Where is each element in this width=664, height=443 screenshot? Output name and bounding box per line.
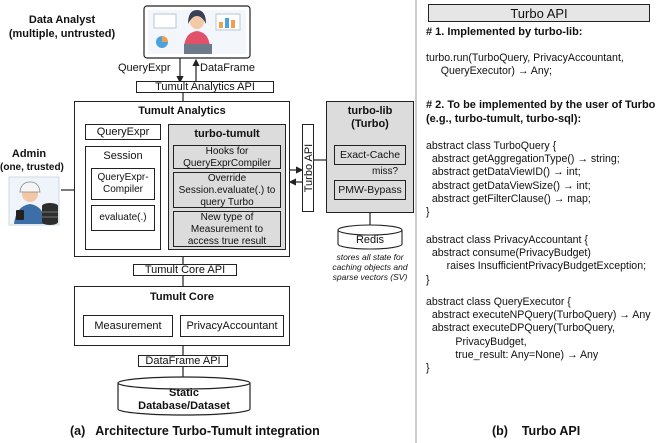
caption-b: (b) Turbo API: [492, 424, 581, 438]
measurement-box: Measurement: [83, 315, 173, 337]
override-label: Override Session.evaluate(.) to query Tu…: [178, 173, 276, 208]
privacy-accountant-box: PrivacyAccountant: [180, 315, 284, 337]
turbo-api-header-title: Turbo API: [510, 6, 568, 21]
hooks-label: Hooks for QueryExprCompiler: [183, 146, 271, 169]
new-measurement-label: New type of Measurement to access true r…: [187, 212, 267, 247]
caption-a: (a) Architecture Turbo-Tumult integratio…: [70, 424, 320, 438]
session-title: Session: [103, 150, 143, 162]
exact-cache-box: Exact-Cache: [334, 145, 406, 165]
redis-cylinder: Redis: [336, 224, 404, 250]
section-1-heading: # 1. Implemented by turbo-lib:: [426, 26, 583, 38]
queryexpr-box-label: QueryExpr: [96, 126, 150, 138]
pmw-bypass-box: PMW-Bypass: [334, 180, 406, 200]
static-database-label: Static Database/Dataset: [138, 387, 230, 412]
dataframe-api-box: DataFrame API: [138, 355, 228, 367]
tumult-analytics-title: Tumult Analytics: [138, 105, 226, 117]
admin-illustration: [8, 176, 60, 226]
section-2-heading: # 2. To be implemented by the user of Tu…: [426, 99, 656, 125]
tumult-core-title: Tumult Core: [150, 291, 214, 303]
admin-title: Admin: [11, 148, 47, 160]
tumult-analytics-api-label: Tumult Analytics API: [155, 81, 255, 93]
override-box: Override Session.evaluate(.) to query Tu…: [173, 172, 281, 208]
static-database-cylinder: Static Database/Dataset: [116, 375, 252, 417]
redis-note: stores all state for caching objects and…: [332, 252, 408, 282]
hooks-box: Hooks for QueryExprCompiler: [173, 145, 281, 169]
queryexpr-box: QueryExpr: [85, 124, 161, 140]
turbo-tumult-title: turbo-tumult: [194, 128, 260, 140]
data-analyst-title: Data Analyst: [28, 14, 96, 26]
privacy-accountant-label: PrivacyAccountant: [186, 320, 278, 332]
code-block-query-executor: abstract class QueryExecutor { abstract …: [426, 296, 651, 375]
code-block-turbo-query: abstract class TurboQuery { abstract get…: [426, 140, 620, 219]
turbo-api-vertical-box: Turbo API: [302, 124, 315, 212]
redis-label: Redis: [355, 234, 385, 246]
turbo-api-vertical-label: Turbo API: [303, 143, 315, 193]
tumult-core-api-box: Tumult Core API: [133, 264, 237, 276]
data-analyst-subtitle: (multiple, untrusted): [8, 28, 116, 40]
miss-label: miss?: [372, 166, 399, 177]
code-block-privacy-accountant: abstract class PrivacyAccountant { abstr…: [426, 234, 647, 286]
tumult-analytics-api-box: Tumult Analytics API: [136, 81, 274, 93]
measurement-label: Measurement: [94, 320, 162, 332]
queryexpr-compiler-box: QueryExpr- Compiler: [91, 168, 155, 200]
turbo-lib-title: turbo-lib (Turbo): [347, 105, 393, 130]
turbo-api-header: Turbo API: [428, 4, 650, 22]
evaluate-label: evaluate(.): [99, 212, 147, 223]
code-block-turbo-run: turbo.run(TurboQuery, PrivacyAccountant,…: [426, 52, 624, 78]
tumult-core-api-label: Tumult Core API: [144, 264, 226, 276]
queryexpr-compiler-label: QueryExpr- Compiler: [97, 172, 149, 195]
exact-cache-label: Exact-Cache: [339, 149, 401, 161]
dataframe-arrow-label: DataFrame: [200, 62, 256, 74]
analyst-illustration: [142, 4, 252, 60]
queryexpr-arrow-label: QueryExpr: [118, 62, 171, 74]
evaluate-box: evaluate(.): [91, 205, 155, 231]
admin-subtitle: (one, trusted): [0, 162, 64, 173]
pmw-bypass-label: PMW-Bypass: [338, 184, 402, 196]
dataframe-api-label: DataFrame API: [145, 355, 221, 367]
new-measurement-box: New type of Measurement to access true r…: [173, 211, 281, 247]
